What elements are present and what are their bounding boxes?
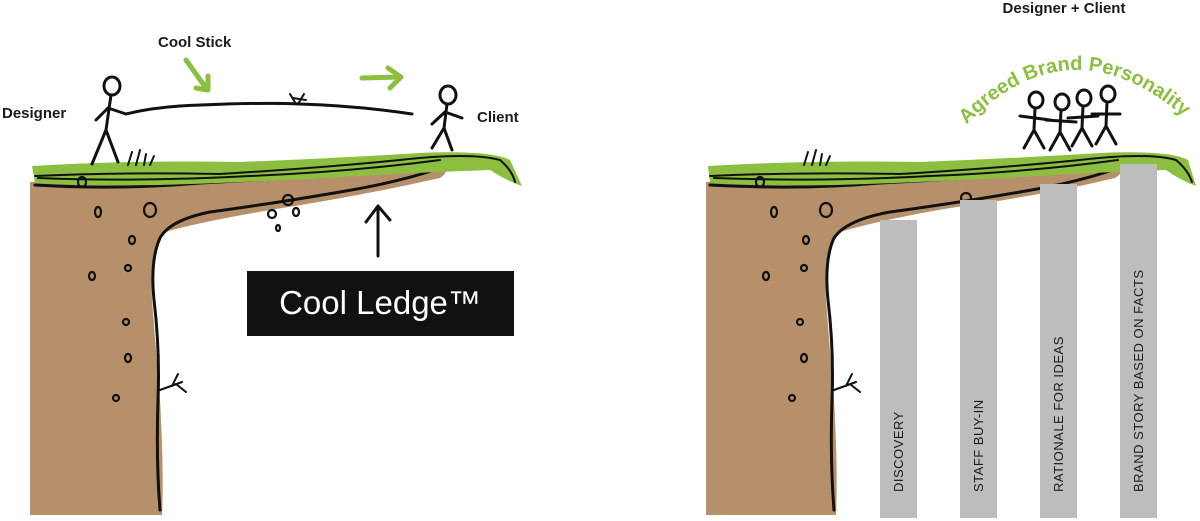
green-arrow-right-icon bbox=[359, 65, 404, 91]
pillar-staff-buy-in bbox=[960, 200, 997, 518]
green-arrow-down-icon bbox=[183, 57, 211, 93]
pillar-label-brand-story: BRAND STORY BASED ON FACTS bbox=[1131, 270, 1146, 493]
pillars: DISCOVERY STAFF BUY-IN RATIONALE FOR IDE… bbox=[880, 164, 1157, 518]
label-designer: Designer bbox=[2, 105, 66, 122]
left-soil bbox=[30, 164, 446, 515]
right-scene: DISCOVERY STAFF BUY-IN RATIONALE FOR IDE… bbox=[706, 0, 1196, 518]
pillar-label-staff-buy-in: STAFF BUY-IN bbox=[971, 399, 986, 492]
pillar-discovery bbox=[880, 220, 917, 518]
left-root bbox=[159, 373, 187, 393]
right-soil bbox=[706, 164, 1122, 515]
pillar-brand-story bbox=[1120, 164, 1157, 518]
left-grass-tuft bbox=[127, 149, 155, 166]
cool-ledge-banner bbox=[247, 271, 514, 336]
left-scene: Cool Stick Designer Client Cool Ledge™ bbox=[2, 34, 522, 515]
pillar-rationale bbox=[1040, 184, 1077, 518]
label-client: Client bbox=[477, 109, 519, 126]
black-arrow-up-icon bbox=[364, 204, 392, 258]
left-grass-outline bbox=[34, 155, 516, 183]
right-grass-outline bbox=[709, 155, 1193, 183]
client-figure bbox=[430, 84, 464, 152]
right-root bbox=[833, 373, 861, 393]
label-designer-client: Designer + Client bbox=[1003, 0, 1126, 17]
pillar-label-discovery: DISCOVERY bbox=[891, 411, 906, 492]
right-grass-tuft bbox=[803, 149, 831, 166]
left-pebbles bbox=[76, 175, 301, 403]
cool-stick-twig bbox=[289, 93, 307, 105]
cool-stick bbox=[124, 101, 414, 116]
right-pebbles bbox=[754, 175, 973, 403]
pillar-label-rationale: RATIONALE FOR IDEAS bbox=[1051, 336, 1066, 492]
designer-figure bbox=[90, 75, 128, 166]
label-cool-stick: Cool Stick bbox=[158, 34, 232, 51]
cool-ledge-banner-text: Cool Ledge™ bbox=[279, 284, 481, 321]
figure-group bbox=[1018, 84, 1122, 152]
